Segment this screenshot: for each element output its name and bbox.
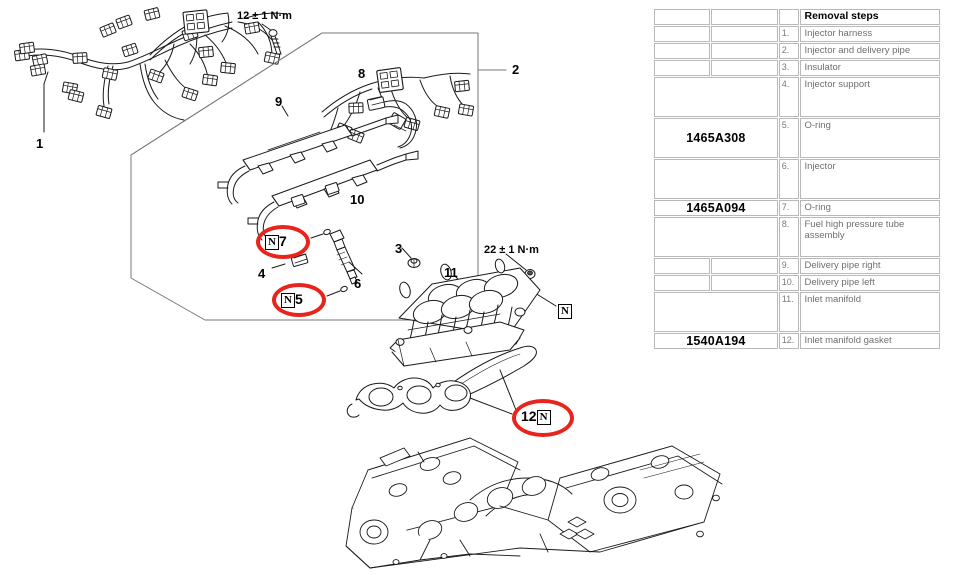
- n-box-icon-12: N: [536, 409, 551, 425]
- step-number: 6.: [778, 159, 800, 199]
- part-cell-a: [654, 60, 711, 76]
- header-part-col-b: [711, 9, 778, 25]
- part-cell-a: [654, 217, 778, 257]
- part-number: 1465A094: [654, 200, 778, 216]
- table-row: 8. Fuel high pressure tube assembly: [654, 217, 940, 257]
- item-label-4: 4: [258, 266, 266, 281]
- part-cell-a: [654, 77, 778, 117]
- step-number: 10.: [778, 275, 800, 291]
- step-description: Inlet manifold gasket: [800, 333, 940, 349]
- highlight-ring-gasket-12: [512, 399, 574, 437]
- item-label-1: 1: [36, 136, 44, 151]
- step-number: 7.: [778, 200, 800, 216]
- item-label-9: 9: [275, 94, 283, 109]
- step-description: Injector harness: [800, 26, 940, 42]
- table-row: 2. Injector and delivery pipe: [654, 43, 940, 59]
- callout-number-5: 5: [294, 291, 303, 307]
- callout-number-7: 7: [278, 233, 287, 249]
- inlet-manifold: [389, 258, 541, 367]
- torque-spec-inlet-manifold: 22 ± 1 N·m: [484, 244, 539, 256]
- part-cell-b: [711, 275, 778, 291]
- step-number: 3.: [778, 60, 800, 76]
- step-number: 11.: [778, 292, 800, 332]
- step-description: Fuel high pressure tube assembly: [800, 217, 940, 257]
- part-cell-a: [654, 43, 711, 59]
- header-removal-steps: Removal steps: [800, 9, 940, 25]
- item-label-6: 6: [354, 276, 362, 291]
- highlight-ring-oring-7: [256, 225, 310, 259]
- part-cell-a: [654, 26, 711, 42]
- step-number: 2.: [778, 43, 800, 59]
- table-row: 10. Delivery pipe left: [654, 275, 940, 291]
- item-label-10: 10: [350, 192, 365, 207]
- table-row: 1. Injector harness: [654, 26, 940, 42]
- table-row: 1465A308 5. O-ring: [654, 118, 940, 158]
- table-header-row: Removal steps: [654, 9, 940, 25]
- part-number: 1465A308: [654, 118, 778, 158]
- table-row: 1540A194 12. Inlet manifold gasket: [654, 333, 940, 349]
- part-cell-b: [711, 43, 778, 59]
- highlight-ring-oring-5: [272, 283, 326, 317]
- step-number: 1.: [778, 26, 800, 42]
- torque-spec-injector-support: 12 ± 1 N·m: [237, 10, 292, 22]
- n-box-icon: N: [558, 304, 572, 320]
- engine-block: [345, 437, 723, 569]
- step-description: Injector support: [800, 77, 940, 117]
- injector-support: [271, 253, 309, 269]
- insulator: [401, 247, 421, 268]
- part-cell-b: [711, 60, 778, 76]
- step-description: Insulator: [800, 60, 940, 76]
- step-description: O-ring: [800, 118, 940, 158]
- table-row: 1465A094 7. O-ring: [654, 200, 940, 216]
- n-box-icon-7: N: [265, 234, 279, 250]
- item-label-3: 3: [395, 241, 403, 256]
- injector-harness-artwork: [13, 6, 475, 144]
- item-label-11: 11: [444, 265, 458, 280]
- removal-steps-table-body: Removal steps 1. Injector harness 2. Inj…: [654, 9, 940, 349]
- injector: [329, 229, 363, 285]
- step-description: Delivery pipe right: [800, 258, 940, 274]
- step-description: O-ring: [800, 200, 940, 216]
- o-ring-upper-7: [310, 228, 331, 239]
- part-cell-b: [711, 258, 778, 274]
- step-number: 8.: [778, 217, 800, 257]
- header-part-col-a: [654, 9, 711, 25]
- o-ring-lower-5: [326, 285, 348, 297]
- part-cell-a: [654, 292, 778, 332]
- inlet-manifold-gasket: [346, 345, 537, 418]
- step-number: 9.: [778, 258, 800, 274]
- step-description: Inlet manifold: [800, 292, 940, 332]
- part-number: 1540A194: [654, 333, 778, 349]
- item-label-2: 2: [512, 62, 520, 77]
- delivery-pipe-right: [217, 105, 399, 205]
- step-number: 4.: [778, 77, 800, 117]
- table-row: 3. Insulator: [654, 60, 940, 76]
- part-cell-a: [654, 159, 778, 199]
- callout-number-12: 12: [521, 408, 537, 424]
- delivery-pipe-left: [247, 150, 419, 241]
- injector-support-bolt: [261, 23, 282, 55]
- item-label-8: 8: [358, 66, 366, 81]
- header-num-col: [778, 9, 800, 25]
- table-row: 9. Delivery pipe right: [654, 258, 940, 274]
- step-number: 12.: [778, 333, 800, 349]
- n-box-icon-5: N: [281, 292, 295, 308]
- table-row: 11. Inlet manifold: [654, 292, 940, 332]
- part-cell-b: [711, 26, 778, 42]
- step-number: 5.: [778, 118, 800, 158]
- step-description: Delivery pipe left: [800, 275, 940, 291]
- new-part-symbol-manifold: N: [558, 303, 572, 321]
- group-box-2: [130, 32, 507, 321]
- step-description: Injector: [800, 159, 940, 199]
- table-row: 6. Injector: [654, 159, 940, 199]
- part-cell-a: [654, 258, 711, 274]
- removal-steps-table: Removal steps 1. Injector harness 2. Inj…: [653, 8, 941, 350]
- part-cell-a: [654, 275, 711, 291]
- step-description: Injector and delivery pipe: [800, 43, 940, 59]
- table-row: 4. Injector support: [654, 77, 940, 117]
